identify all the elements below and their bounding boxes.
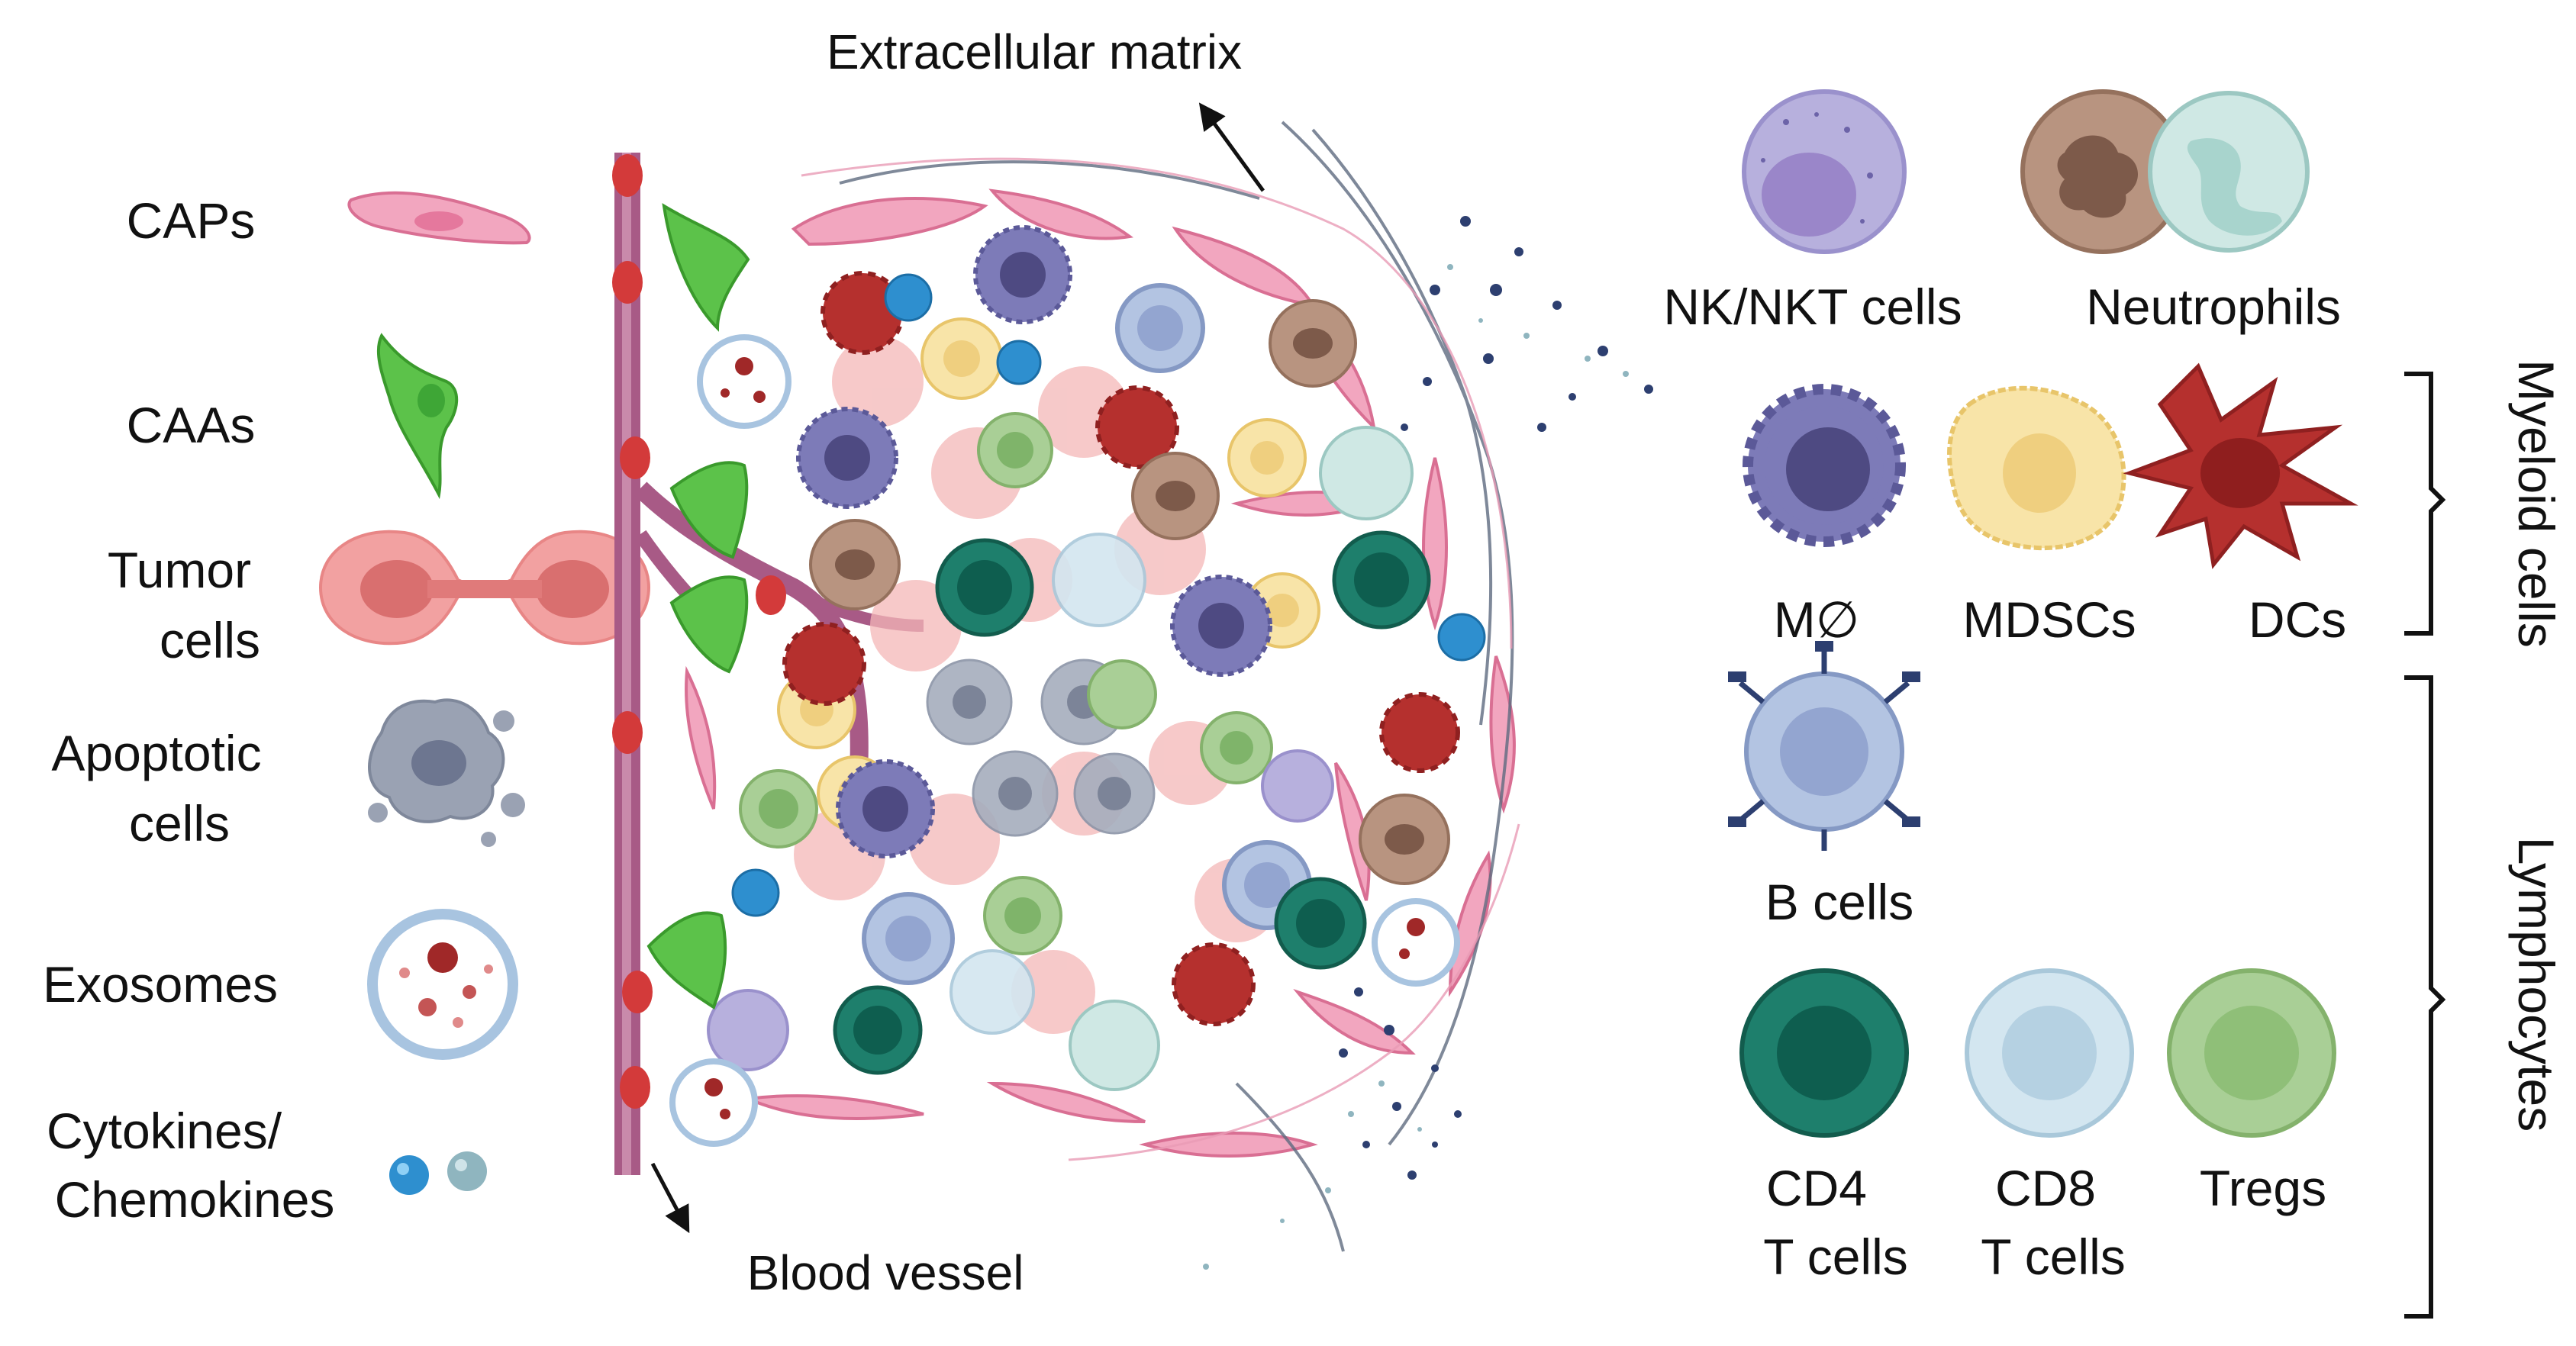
- cd8-cell-icon: [1965, 968, 2134, 1138]
- ecm-pink-fibers: [801, 157, 1520, 1161]
- tumor-cell-icon: [318, 530, 651, 646]
- macrophage-icon: [1743, 384, 1906, 547]
- dc-cluster: [782, 271, 1460, 1026]
- tumor-label-line2: cells: [160, 612, 260, 668]
- neutrophil-cluster: [809, 299, 1450, 885]
- chemokine-dots-grey: [1203, 264, 1629, 1270]
- ecm-arrow: [1198, 102, 1265, 192]
- myeloid-group-label: Myeloid cells: [2508, 359, 2565, 648]
- b-cells-label: B cells: [1765, 874, 1913, 930]
- exosome-contents: [704, 357, 1425, 1119]
- tregs-label: Tregs: [2200, 1160, 2326, 1216]
- exosome-icon: [367, 909, 518, 1060]
- tumor-label-line1: Tumor: [108, 542, 251, 598]
- apoptotic-label-line2: cells: [129, 795, 230, 852]
- cd8-label-line1: CD8: [1995, 1160, 2096, 1216]
- nk-label: NK/NKT cells: [1663, 279, 1962, 335]
- neutrophil-light-cluster: [1069, 426, 1414, 1091]
- cd8-cluster: [949, 533, 1146, 1035]
- macrophage-nuclei: [824, 252, 1244, 832]
- ecm-label: Extracellular matrix: [827, 24, 1242, 79]
- cd4-nuclei: [853, 552, 1409, 1055]
- apoptotic-cell-icon: [368, 698, 525, 847]
- nk-cluster: [707, 749, 1334, 1071]
- apoptotic-label-line1: Apoptotic: [51, 725, 261, 781]
- b-cell-nuclei: [885, 305, 1290, 961]
- chemokine-dots: [1339, 216, 1653, 1180]
- b-cell-icon: [1728, 641, 1920, 851]
- caa-icon: [376, 333, 459, 500]
- neutrophil-nuclei: [835, 328, 1424, 855]
- cytokines-label-line1: Cytokines/: [47, 1103, 282, 1159]
- tumor-microenvironment: [612, 102, 1653, 1270]
- myeloid-bracket: [2404, 372, 2446, 636]
- cap-icon: [347, 191, 531, 245]
- macrophage-label: M∅: [1774, 591, 1859, 648]
- caa-cluster: [646, 203, 750, 1010]
- blood-vessel-label: Blood vessel: [747, 1245, 1024, 1300]
- cytokines-label-line2: Chemokines: [55, 1171, 335, 1228]
- right-legend: NK/NKT cells Neutrophils M∅ MDSCs DCs: [1663, 89, 2565, 1319]
- lymphocytes-bracket: [2404, 675, 2446, 1319]
- mdsc-icon: [1947, 385, 2126, 551]
- left-legend: CAPs CAAs Tumor cells Apoptotic cells: [43, 191, 651, 1228]
- caps-label: CAPs: [127, 192, 256, 249]
- blood-vessel-arrow: [650, 1162, 690, 1234]
- cd4-cell-icon: [1739, 968, 1909, 1138]
- cd4-label-line1: CD4: [1766, 1160, 1867, 1216]
- cd8-label-line2: T cells: [1981, 1228, 2126, 1285]
- lymphocytes-group-label: Lymphocytes: [2508, 837, 2565, 1132]
- neutrophils-label: Neutrophils: [2086, 279, 2341, 335]
- dc-icon: [2123, 362, 2358, 569]
- neutrophil-icon: [2020, 89, 2310, 254]
- exosome-cluster: [669, 334, 1460, 1147]
- cd4-label-line2: T cells: [1763, 1228, 1908, 1285]
- treg-cell-icon: [2167, 968, 2336, 1138]
- caas-label: CAAs: [127, 397, 256, 453]
- cytokine-icon: [389, 1151, 487, 1195]
- dcs-label: DCs: [2249, 591, 2346, 648]
- treg-nuclei: [759, 432, 1253, 934]
- mdscs-label: MDSCs: [1962, 591, 2136, 648]
- exosomes-label: Exosomes: [43, 956, 278, 1013]
- nk-cell-icon: [1742, 89, 1907, 254]
- cytokine-particles: [731, 273, 1486, 917]
